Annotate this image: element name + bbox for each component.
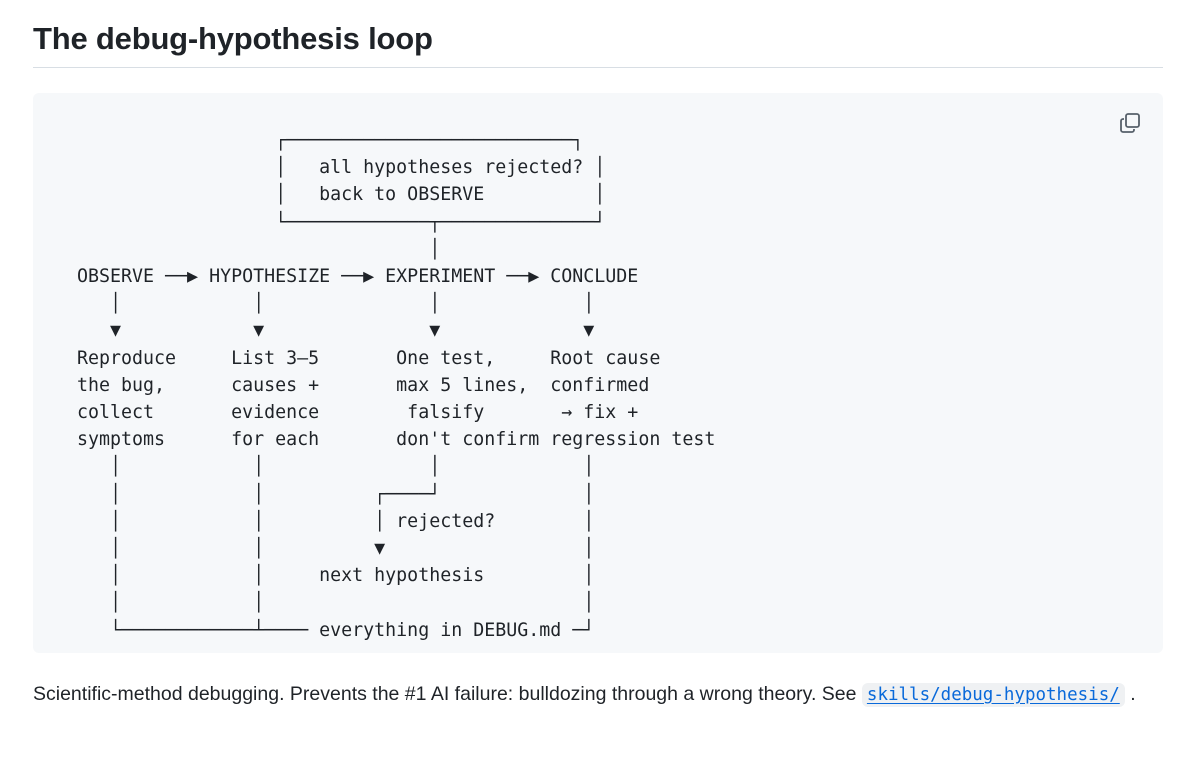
heading-divider xyxy=(33,67,1163,68)
diagram-code-block: ┌──────────────────────────┐ │ all hypot… xyxy=(33,93,1163,653)
skills-path-link[interactable]: skills/debug-hypothesis/ xyxy=(861,683,1125,707)
copy-button[interactable] xyxy=(1116,109,1144,137)
description-paragraph: Scientific-method debugging. Prevents th… xyxy=(33,677,1173,712)
copy-icon xyxy=(1120,113,1140,133)
section-heading: The debug-hypothesis loop xyxy=(33,21,433,56)
ascii-flow-diagram: ┌──────────────────────────┐ │ all hypot… xyxy=(77,130,716,641)
description-period: . xyxy=(1130,683,1136,705)
description-text: Scientific-method debugging. Prevents th… xyxy=(33,683,862,705)
